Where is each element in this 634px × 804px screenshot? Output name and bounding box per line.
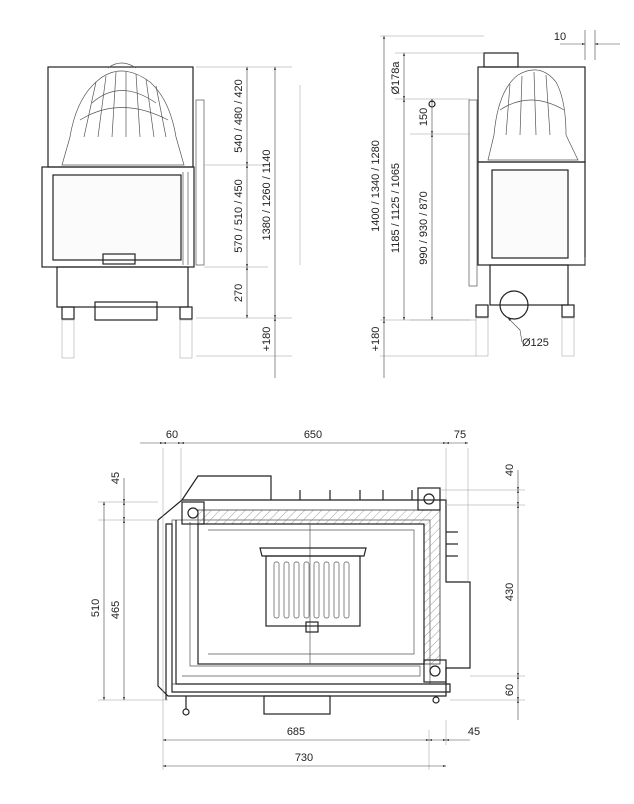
side-dim-flue-diameter: Ø178a — [390, 61, 402, 95]
plan-dim-front-gap: 45 — [468, 726, 480, 738]
front-dim-total-height: 1380 / 1260 / 1140 — [261, 150, 273, 241]
side-dim-leg-extension: +180 — [370, 327, 382, 352]
side-air-inlet — [499, 290, 529, 320]
plan-inner-body — [171, 519, 431, 685]
plan-dim-front-width: 685 — [287, 726, 305, 738]
plan-dim-total-depth: 510 — [90, 599, 102, 617]
side-hood — [477, 66, 586, 163]
side-door-glass — [491, 169, 569, 259]
side-legs — [475, 304, 575, 357]
plan-dim-body-width: 650 — [304, 429, 322, 441]
side-view: 10 Ø178a 150 1400 / 1340 / 1280 1185 / 1… — [370, 30, 620, 378]
front-dim-hood-height: 540 / 480 / 420 — [233, 79, 245, 152]
side-convection-dome — [487, 69, 579, 161]
front-view: 540 / 480 / 420 570 / 510 / 450 270 1380… — [41, 62, 301, 378]
plan-firebox — [197, 523, 425, 665]
plan-dim-right-top: 40 — [504, 464, 516, 476]
side-dim-top-offset: 150 — [418, 108, 430, 126]
plan-door-handle — [263, 695, 331, 715]
front-convection-dome — [61, 62, 185, 166]
plan-dim-right-bottom: 60 — [504, 684, 516, 696]
side-base — [489, 264, 569, 306]
side-dim-total-height: 1400 / 1340 / 1280 — [370, 140, 382, 232]
side-dim-mid-height: 1185 / 1125 / 1065 — [390, 163, 402, 253]
plan-top-fins — [299, 490, 413, 500]
front-dim-leg-extension: +180 — [261, 327, 273, 352]
plan-dim-total-width: 730 — [295, 752, 313, 764]
front-base — [56, 266, 189, 308]
front-door-glass — [52, 174, 182, 261]
side-dim-inlet-diameter: Ø125 — [522, 337, 549, 349]
side-dim-low-height: 990 / 930 / 870 — [418, 191, 430, 264]
plan-dim-top-gap: 45 — [110, 472, 122, 484]
side-dim-offset: 10 — [554, 31, 566, 43]
side-flue-collar — [483, 52, 519, 68]
plan-dim-right-offset: 75 — [454, 429, 466, 441]
front-legs — [61, 306, 193, 359]
front-dim-door-height: 570 / 510 / 450 — [233, 179, 245, 252]
plan-view: 60 650 75 45 510 465 40 430 60 685 45 73… — [90, 429, 525, 770]
side-back-strip — [468, 99, 478, 287]
plan-grate — [259, 547, 367, 633]
plan-dim-inner-depth: 465 — [110, 601, 122, 619]
plan-top-flange — [181, 475, 272, 501]
plan-right-fins — [446, 531, 458, 557]
front-door-handle — [102, 253, 136, 265]
front-ash-tray — [94, 301, 158, 321]
front-side-strip — [195, 99, 205, 266]
plan-dim-left-offset: 60 — [166, 429, 178, 441]
front-dim-base-height: 270 — [233, 284, 245, 302]
plan-corner-glass — [165, 520, 451, 700]
plan-hinges — [181, 487, 447, 683]
plan-dim-right-depth: 430 — [504, 583, 516, 601]
